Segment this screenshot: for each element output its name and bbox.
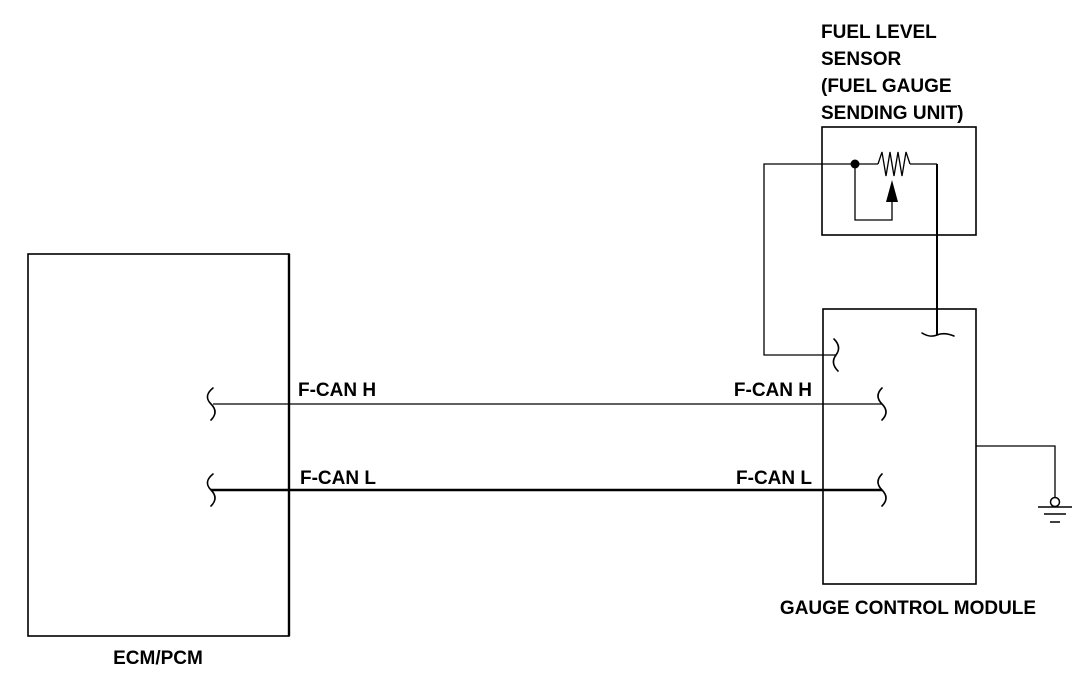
- sensor-signal-wire: [763, 163, 855, 372]
- fuel-sensor-label-line-3: (FUEL GAUGE: [821, 76, 952, 97]
- fuel-sensor-label-line-4: SENDING UNIT): [821, 103, 964, 124]
- fuel-level-sensor: FUEL LEVEL SENSOR (FUEL GAUGE SENDING UN…: [821, 22, 977, 236]
- f-can-l-wire: F-CAN L F-CAN L: [206, 468, 887, 507]
- connector-terminal-icon: [921, 332, 955, 337]
- wiper-arrow-icon: [886, 180, 898, 202]
- gcm-can-l-terminal-icon: [877, 473, 887, 507]
- ground-terminal-icon: [1049, 496, 1061, 508]
- fuel-sensor-label-line-2: SENSOR: [821, 49, 902, 70]
- f-can-h-label-ecm: F-CAN H: [298, 380, 376, 401]
- ground-connection: [976, 445, 1072, 523]
- ecm-pcm-module: ECM/PCM: [27, 253, 291, 669]
- ecm-pcm-label: ECM/PCM: [113, 648, 203, 669]
- f-can-l-label-gcm: F-CAN L: [736, 468, 812, 489]
- sensor-ground-wire: [921, 164, 955, 337]
- gauge-control-module-box: [822, 308, 977, 585]
- f-can-h-label-gcm: F-CAN H: [734, 380, 812, 401]
- gcm-can-h-terminal-icon: [877, 387, 887, 421]
- gauge-control-module-label: GAUGE CONTROL MODULE: [780, 598, 1036, 619]
- f-can-h-wire: F-CAN H F-CAN H: [206, 380, 887, 421]
- ecm-can-l-terminal-icon: [206, 473, 216, 507]
- ecm-pcm-box: [27, 253, 290, 637]
- fuel-sensor-box: [821, 126, 977, 236]
- variable-resistor-icon: [850, 151, 937, 221]
- fuel-sensor-label-line-1: FUEL LEVEL: [821, 22, 937, 43]
- ecm-can-h-terminal-icon: [206, 387, 216, 421]
- connector-terminal-icon: [832, 338, 840, 372]
- f-can-l-label-ecm: F-CAN L: [300, 468, 376, 489]
- ground-symbol-icon: [1038, 506, 1072, 523]
